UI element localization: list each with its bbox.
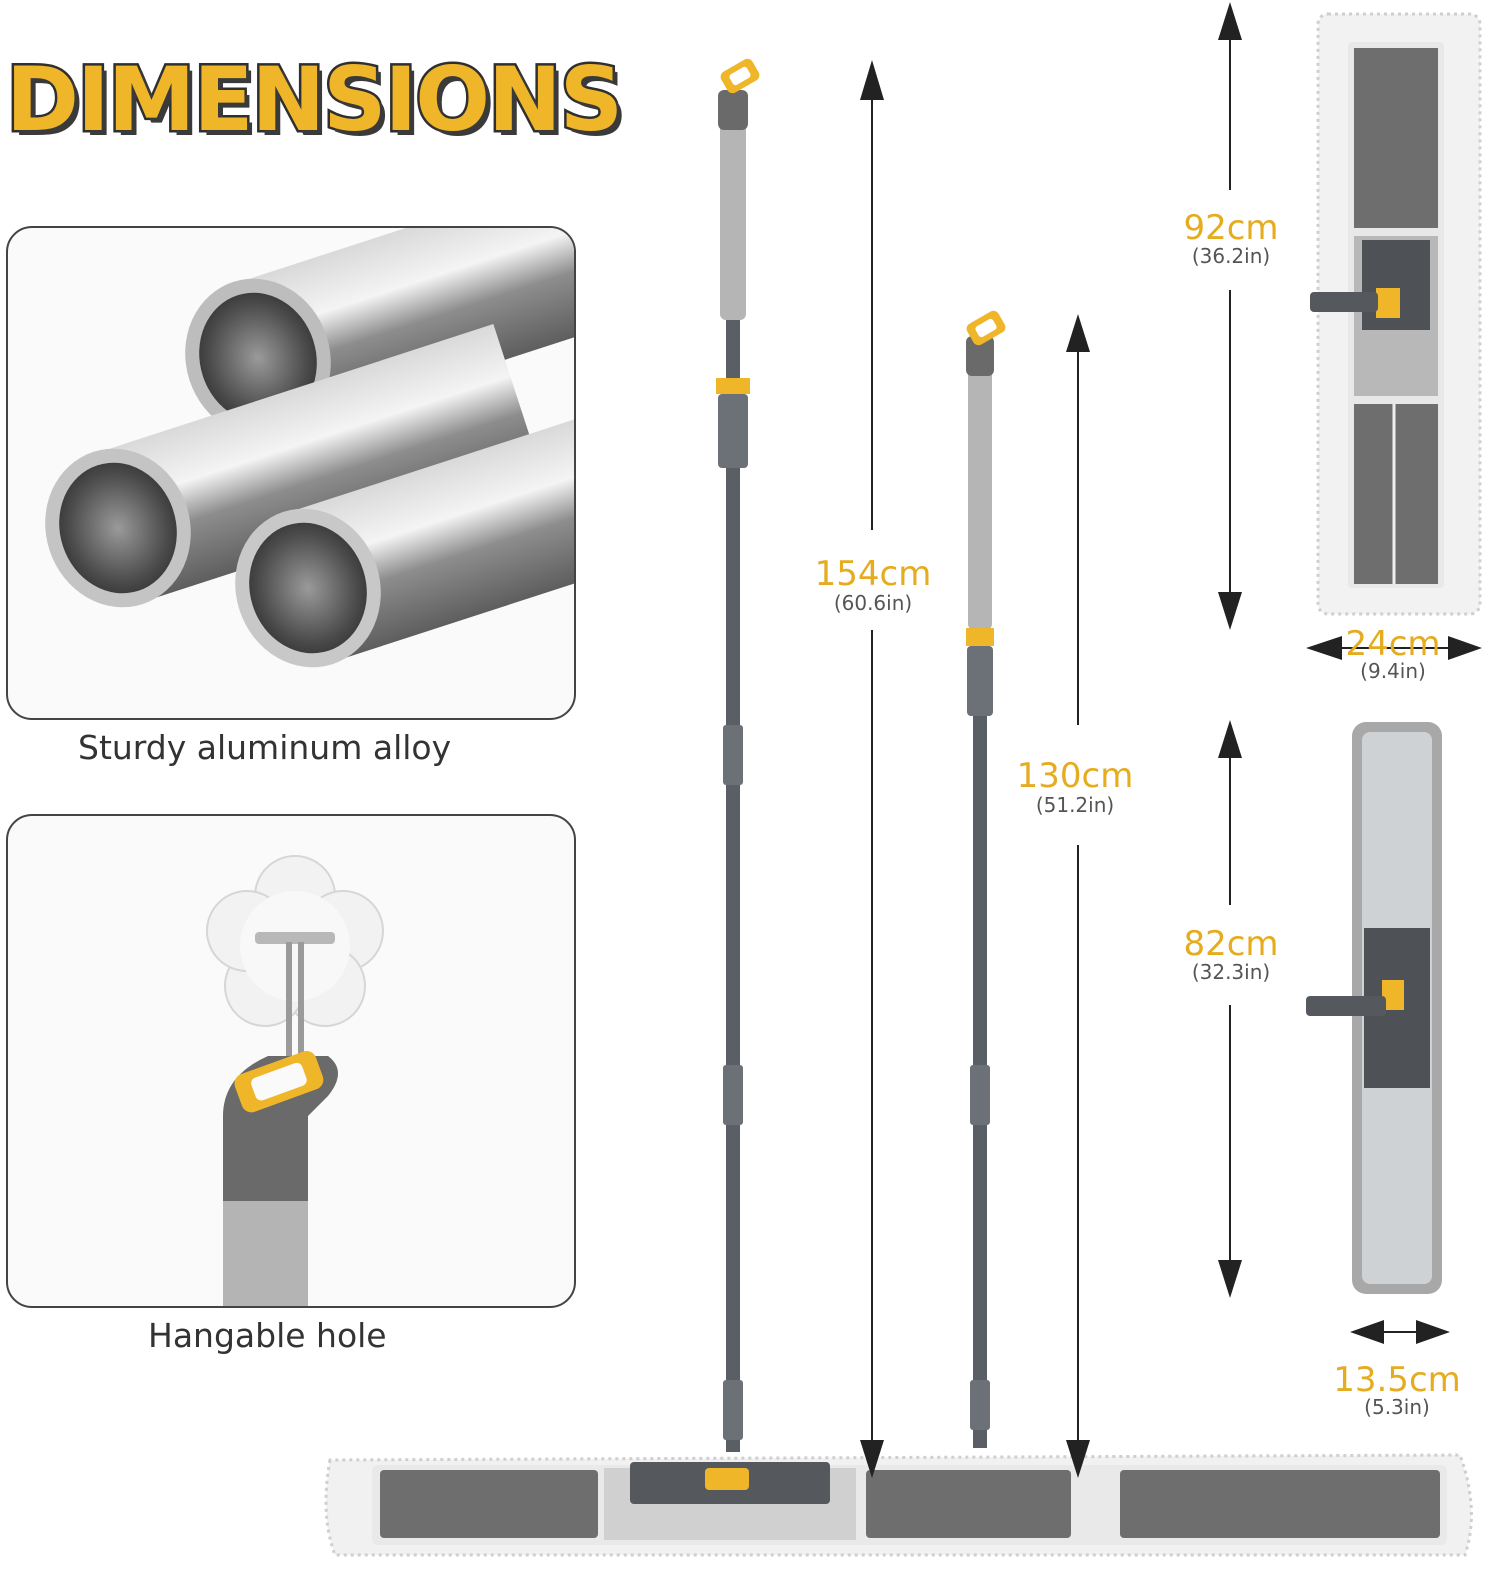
page-title: DIMENSIONS — [3, 46, 625, 154]
frame-length-metric: 82cm — [1183, 924, 1279, 964]
frame-width-metric: 13.5cm — [1333, 1360, 1461, 1400]
hangable-hole-panel — [6, 814, 576, 1308]
tubes-caption: Sturdy aluminum alloy — [78, 728, 452, 767]
mop-head-bottom — [324, 1453, 1473, 1557]
dimension-arrows — [860, 2, 1482, 1478]
frame-width-imperial: (5.3in) — [1364, 1395, 1430, 1419]
suction-hook-icon — [206, 855, 384, 1069]
dust-pad-length-metric: 92cm — [1183, 208, 1279, 248]
mop-frame-top-view — [1306, 722, 1442, 1294]
long-mop-pole — [716, 58, 760, 1452]
short-pole-metric: 130cm — [1016, 756, 1134, 796]
aluminum-tubes-image — [45, 228, 574, 668]
short-mop-pole — [966, 310, 1006, 1448]
frame-length-imperial: (32.3in) — [1191, 960, 1271, 984]
handle-end-icon — [223, 1050, 338, 1306]
hook-caption: Hangable hole — [148, 1316, 387, 1355]
long-pole-imperial: (60.6in) — [833, 591, 913, 615]
dust-pad-top-view — [1310, 12, 1482, 616]
hook-image — [206, 855, 384, 1306]
short-pole-imperial: (51.2in) — [1035, 793, 1115, 817]
aluminum-tubes-panel — [6, 226, 576, 720]
dust-pad-width-imperial: (9.4in) — [1360, 659, 1426, 683]
long-pole-metric: 154cm — [814, 554, 932, 594]
dust-pad-length-imperial: (36.2in) — [1191, 244, 1271, 268]
dust-pad-width-metric: 24cm — [1345, 624, 1441, 664]
